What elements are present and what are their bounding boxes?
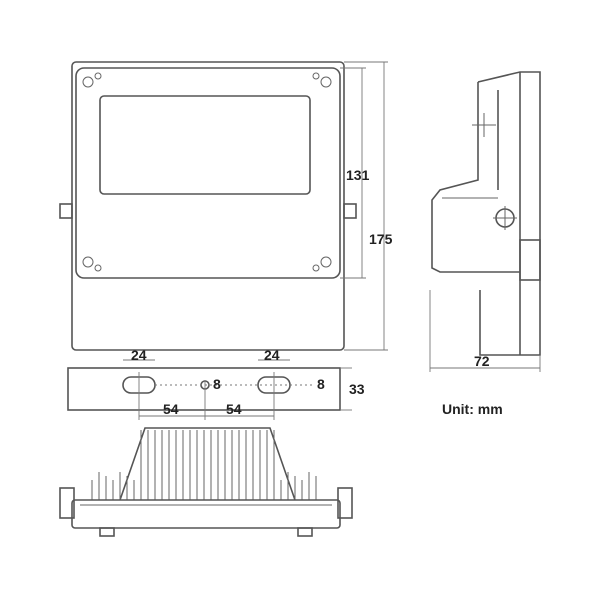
front-view: 131 175 (59, 61, 393, 351)
heatsink-fins (91, 430, 317, 500)
bottom-view (59, 427, 353, 537)
dimension-33: 33 (349, 381, 365, 397)
unit-label: Unit: mm (442, 401, 503, 417)
dimension-24-left: 24 (131, 347, 147, 363)
dimension-8-hole: 8 (213, 376, 221, 392)
dimension-24-right: 24 (264, 347, 280, 363)
dimension-72: 72 (474, 353, 490, 369)
dimension-54-left: 54 (163, 401, 179, 417)
dimension-54-right: 54 (226, 401, 242, 417)
side-view: 72 (429, 71, 541, 372)
bracket-view: 24 24 8 8 54 54 33 (67, 347, 365, 420)
dimension-175: 175 (369, 231, 393, 247)
dimension-131: 131 (346, 167, 370, 183)
dimension-8-slot: 8 (317, 376, 325, 392)
corner-screws (82, 72, 332, 272)
